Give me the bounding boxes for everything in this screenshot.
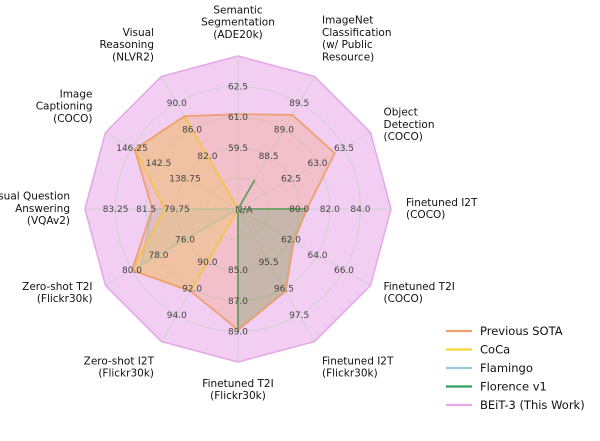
legend-label-previous-sota: Previous SOTA bbox=[480, 324, 563, 338]
axis-label-5-line-1: Finetuned T2I bbox=[383, 281, 454, 293]
tick-label-axis10-3: 83.25 bbox=[103, 205, 129, 215]
tick-label-axis10-1: 79.75 bbox=[164, 205, 190, 215]
tick-label-axis8-2: 92.0 bbox=[182, 285, 202, 295]
axis-label-12-line-3: (NLVR2) bbox=[112, 51, 154, 63]
axis-spoke-6 bbox=[237, 208, 315, 342]
axis-label-5-line-2: (COCO) bbox=[383, 293, 422, 305]
axis-label-10-line-2: Answering bbox=[15, 203, 70, 215]
axis-label-8: Zero-shot I2T(Flickr30k) bbox=[84, 355, 155, 379]
tick-label-axis11-1: 138.75 bbox=[169, 174, 201, 184]
legend-label-flamingo: Flamingo bbox=[480, 361, 533, 375]
axis-label-2-line-4: Resource) bbox=[322, 51, 374, 63]
axis-label-2-line-3: (w/ Public bbox=[322, 39, 373, 51]
tick-label-axis9-1: 76.0 bbox=[175, 236, 195, 246]
axis-label-2-line-2: Classification bbox=[322, 27, 391, 39]
axis-label-1-line-2: Segmentation bbox=[201, 17, 275, 29]
tick-label-axis5-2: 64.0 bbox=[307, 251, 327, 261]
tick-label-axis7-1: 85.0 bbox=[228, 266, 248, 276]
axis-label-8-line-1: Zero-shot I2T bbox=[84, 355, 155, 367]
axis-label-6: Finetuned I2T(Flickr30k) bbox=[322, 355, 394, 379]
axis-label-4-line-1: Finetuned I2T bbox=[406, 197, 478, 209]
tick-label-axis6-1: 95.5 bbox=[259, 258, 279, 268]
tick-label-axis7-2: 87.0 bbox=[228, 297, 248, 307]
axis-label-5: Finetuned T2I(COCO) bbox=[383, 281, 454, 305]
axis-label-10-line-1: Visual Question bbox=[0, 191, 70, 203]
tick-label-axis4-3: 84.0 bbox=[350, 205, 370, 215]
axis-label-7: Finetuned T2I(Flickr30k) bbox=[202, 378, 273, 402]
axis-label-11-line-3: (COCO) bbox=[53, 113, 92, 125]
tick-label-axis9-3: 80.0 bbox=[122, 266, 142, 276]
tick-label-axis3-3: 63.5 bbox=[334, 144, 354, 154]
legend-label-florence-v1: Florence v1 bbox=[480, 380, 547, 394]
tick-label-axis3-1: 62.5 bbox=[281, 174, 301, 184]
tick-label-axis6-2: 96.5 bbox=[274, 285, 294, 295]
tick-label-axis2-1: 88.5 bbox=[259, 152, 279, 162]
axis-label-7-line-1: Finetuned T2I bbox=[202, 378, 273, 390]
tick-label-axis1-2: 61.0 bbox=[228, 113, 248, 123]
series-flamingo bbox=[140, 208, 242, 267]
axis-label-9-line-2: (Flickr30k) bbox=[37, 293, 93, 305]
tick-label-axis11-2: 142.5 bbox=[146, 159, 172, 169]
axis-label-3-line-3: (COCO) bbox=[383, 131, 422, 143]
tick-label-axis3-2: 63.0 bbox=[307, 159, 327, 169]
series-previous-sota bbox=[130, 113, 336, 332]
tick-label-axis5-3: 66.0 bbox=[334, 266, 354, 276]
legend-label-beit-3-this-work: BEiT-3 (This Work) bbox=[480, 398, 585, 412]
axis-spoke-3 bbox=[237, 132, 371, 210]
axis-label-4-line-2: (COCO) bbox=[406, 209, 445, 221]
axis-label-3-line-2: Detection bbox=[383, 119, 434, 131]
axis-label-9-line-1: Zero-shot T2I bbox=[22, 281, 92, 293]
tick-label-axis10-2: 81.5 bbox=[136, 205, 156, 215]
axis-label-9: Zero-shot T2I(Flickr30k) bbox=[22, 281, 92, 305]
tick-label-axis4-1: 80.0 bbox=[289, 205, 309, 215]
tick-label-axis8-3: 94.0 bbox=[167, 311, 187, 321]
axis-label-1-line-1: Semantic bbox=[213, 4, 262, 16]
axis-label-11-line-1: Image bbox=[60, 88, 93, 100]
tick-label-axis11-3: 146.25 bbox=[116, 144, 148, 154]
axis-label-6-line-1: Finetuned I2T bbox=[322, 355, 394, 367]
tick-label-axis2-2: 89.0 bbox=[274, 125, 294, 135]
axis-label-8-line-2: (Flickr30k) bbox=[98, 368, 154, 380]
tick-label-axis9-2: 78.0 bbox=[148, 251, 168, 261]
tick-label-axis5-1: 62.0 bbox=[281, 236, 301, 246]
tick-label-axis6-3: 97.5 bbox=[289, 311, 309, 321]
axis-spoke-11 bbox=[105, 132, 239, 210]
axis-label-2-line-1: ImageNet bbox=[322, 15, 373, 27]
axis-spoke-5 bbox=[237, 208, 371, 286]
axis-label-12-line-1: Visual bbox=[123, 27, 154, 39]
axis-label-1-line-3: (ADE20k) bbox=[213, 29, 263, 41]
tick-label-axis7-3: 89.0 bbox=[228, 327, 248, 337]
axis-label-7-line-2: (Flickr30k) bbox=[210, 390, 266, 402]
axis-label-3-line-1: Object bbox=[383, 107, 417, 119]
tick-label-axis8-1: 90.0 bbox=[197, 258, 217, 268]
axis-label-10-line-3: (VQAv2) bbox=[27, 215, 70, 227]
axis-label-4: Finetuned I2T(COCO) bbox=[406, 197, 478, 221]
tick-label-axis12-1: 82.0 bbox=[197, 152, 217, 162]
center-label: N/A bbox=[235, 205, 253, 216]
axis-label-6-line-2: (Flickr30k) bbox=[322, 368, 378, 380]
tick-label-axis4-2: 82.0 bbox=[320, 205, 340, 215]
tick-label-axis2-3: 89.5 bbox=[289, 99, 309, 109]
legend-label-coca: CoCa bbox=[480, 343, 510, 357]
tick-label-axis12-3: 90.0 bbox=[167, 99, 187, 109]
axis-label-12-line-2: Reasoning bbox=[99, 39, 154, 51]
tick-label-axis1-1: 59.5 bbox=[228, 144, 248, 154]
tick-label-axis1-3: 62.5 bbox=[228, 83, 248, 93]
axis-label-11-line-2: Captioning bbox=[36, 101, 93, 113]
tick-label-axis12-2: 86.0 bbox=[182, 125, 202, 135]
